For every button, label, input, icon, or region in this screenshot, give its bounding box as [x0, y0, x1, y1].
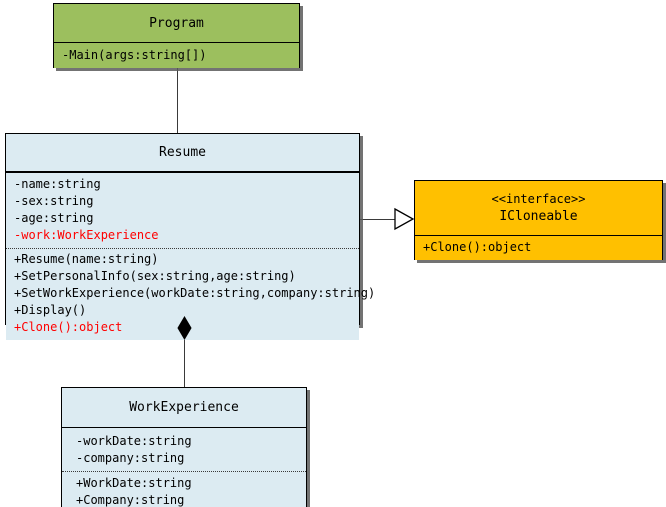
class-name-resume: Resume — [159, 145, 206, 160]
class-name-program: Program — [149, 15, 204, 31]
method-row: +SetPersonalInfo(sex:string,age:string) — [14, 269, 296, 283]
interface-methods-icloneable: +Clone():object — [415, 236, 662, 260]
class-methods-workexperience: +WorkDate:string +Company:string — [62, 471, 306, 507]
attribute-row: -company:string — [76, 451, 185, 465]
class-box-resume[interactable]: Resume -name:string -sex:string -age:str… — [5, 133, 376, 340]
attribute-row: -workDate:string — [76, 434, 192, 448]
class-box-workexperience[interactable]: WorkExperience -workDate:string -company… — [61, 387, 307, 507]
method-row: +Clone():object — [14, 320, 123, 334]
class-header-workexperience: WorkExperience — [62, 388, 306, 428]
method-row: +SetWorkExperience(workDate:string,compa… — [14, 286, 376, 300]
interface-box-icloneable[interactable]: <<interface>> ICloneable +Clone():object — [414, 180, 663, 260]
class-header-program: Program — [54, 4, 299, 43]
method-row: +WorkDate:string — [76, 476, 192, 490]
interface-stereotype-label: <<interface>> — [491, 192, 586, 206]
attribute-row: -work:WorkExperience — [14, 228, 159, 242]
class-attributes-resume: -name:string -sex:string -age:string -wo… — [6, 172, 359, 248]
method-row: +Company:string — [76, 493, 185, 507]
attribute-row: -sex:string — [14, 194, 94, 208]
attribute-row: -age:string — [14, 211, 94, 225]
method-row: +Clone():object — [423, 240, 532, 254]
class-header-resume: Resume — [6, 134, 359, 172]
class-name-workexperience: WorkExperience — [129, 400, 239, 415]
hollow-triangle-arrow-icon — [394, 207, 415, 231]
interface-name-icloneable: ICloneable — [499, 209, 578, 224]
attribute-row: -name:string — [14, 177, 101, 191]
interface-header-icloneable: <<interface>> ICloneable — [415, 181, 662, 236]
class-attributes-workexperience: -workDate:string -company:string — [62, 428, 306, 471]
filled-diamond-icon — [177, 316, 192, 340]
class-methods-program: -Main(args:string[]) — [54, 43, 299, 68]
method-row: -Main(args:string[]) — [62, 48, 207, 62]
connector-resume-icloneable — [360, 219, 412, 220]
method-row: +Display() — [14, 303, 87, 317]
class-box-program[interactable]: Program -Main(args:string[]) — [53, 3, 300, 68]
method-row: +Resume(name:string) — [14, 252, 159, 266]
connector-workexperience-resume — [184, 325, 185, 388]
connector-program-resume — [177, 68, 178, 134]
